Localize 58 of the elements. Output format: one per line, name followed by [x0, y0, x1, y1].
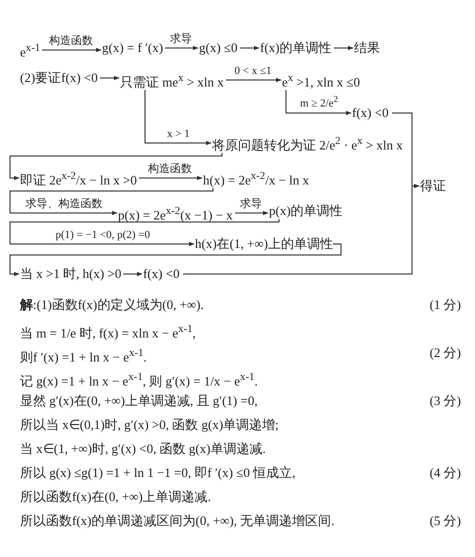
flow-text: g(x) = f ′(x) — [102, 40, 164, 56]
flow-text: f(x) <0 — [352, 105, 389, 121]
arrow — [334, 46, 354, 50]
flow-text: 结果 — [354, 40, 380, 56]
arrow — [10, 244, 342, 276]
edge-label: p(1) = −1 <0, p(2) =0 — [56, 228, 150, 243]
flow-text: p(x)的单调性 — [269, 203, 343, 219]
flow-text: 当 x >1 时, h(x) >0 — [20, 266, 122, 282]
arrow — [10, 188, 214, 216]
edge-label: 0 < x ≤1 — [234, 64, 272, 79]
flow-text: f(x)的单调性 — [260, 40, 332, 56]
solution-line: 当 m = 1/e 时, f(x) = xln x − e$^{x-1}$, — [20, 322, 196, 342]
score-mark: (2 分) — [430, 345, 461, 361]
edge-label: x > 1 — [167, 127, 190, 142]
arrow — [10, 218, 280, 246]
solution-line: 则f ′(x) =1 + ln x − e$^{x-1}$. — [20, 346, 147, 366]
arrow — [138, 176, 203, 180]
solution-line: 所以函数f(x)在(0, +∞)上单调递减. — [20, 489, 211, 505]
edge-label: 求导、构造函数 — [26, 197, 102, 212]
flow-text: 得证 — [420, 178, 446, 194]
flow-text: p(x) = 2e$^{x-2}$(x −1) − x — [118, 203, 233, 224]
solution-line: 所以 g(x) ≤g(1) =1 + ln 1 −1 =0, 即f ′(x) ≤0 恒成立, — [20, 465, 296, 481]
edge-label: m ≥ 2/e$^{2}$ — [300, 93, 338, 112]
arrow — [164, 46, 199, 50]
arrow — [234, 210, 269, 216]
edge-label: 构造函数 — [148, 162, 192, 177]
solution-line: 记 g(x) =1 + ln x − e$^{x-1}$, 则 g′(x) = 1/x − e$^{x-1}$. — [20, 370, 258, 390]
flow-text: f(x) <0 — [143, 266, 180, 282]
score-mark: (4 分) — [430, 465, 461, 481]
arrow — [286, 90, 352, 116]
arrow — [42, 48, 102, 52]
flow-text: (2)要证f(x) <0 — [20, 70, 98, 86]
solution-line: 所以当 x∈(0,1)时, g′(x) >0, 函数 g(x)单调递增; — [20, 417, 279, 433]
flow-text: e$^{x-1}$ — [20, 40, 40, 60]
arrow — [100, 76, 120, 80]
arrow — [144, 90, 212, 146]
flow-text: e$^{x}$ >1, xln x ≤0 — [282, 70, 360, 90]
score-mark: (5 分) — [430, 513, 461, 529]
flow-text: h(x) = 2e$^{x-2}$/x − ln x — [203, 168, 310, 188]
arrow — [182, 184, 420, 274]
flow-text: g(x) ≤0 — [199, 40, 238, 56]
arrow — [240, 46, 260, 50]
arrow — [226, 78, 282, 82]
arrow — [10, 152, 222, 180]
solution-line: 所以函数f(x)的单调递减区间为(0, +∞), 无单调递增区间. — [20, 513, 334, 529]
score-mark: (3 分) — [430, 393, 461, 409]
edge-label: 求导 — [240, 197, 262, 212]
flow-text: h(x)在(1, +∞)上的单调性 — [195, 236, 333, 252]
solution-line: 显然 g′(x)在(0, +∞)上单调递减, 且 g′(1) =0, — [20, 393, 258, 409]
edge-label: 求导 — [170, 32, 192, 47]
solution-line: 解:(1)函数f(x)的定义域为(0, +∞). — [20, 297, 204, 313]
edge-label: 构造函数 — [49, 34, 93, 49]
flow-text: 将原问题转化为证 2/e$^{2}$ · e$^{x}$ > xln x — [212, 133, 403, 154]
solution-line: 当 x∈(1, +∞)时, g′(x) <0, 函数 g(x)单调递减. — [20, 441, 266, 457]
flow-text: 只需证 me$^{x}$ > xln x — [120, 70, 224, 90]
flow-text: 即证 2e$^{x-2}$/x − ln x >0 — [20, 168, 137, 188]
arrow — [122, 272, 143, 276]
score-mark: (1 分) — [430, 297, 461, 313]
